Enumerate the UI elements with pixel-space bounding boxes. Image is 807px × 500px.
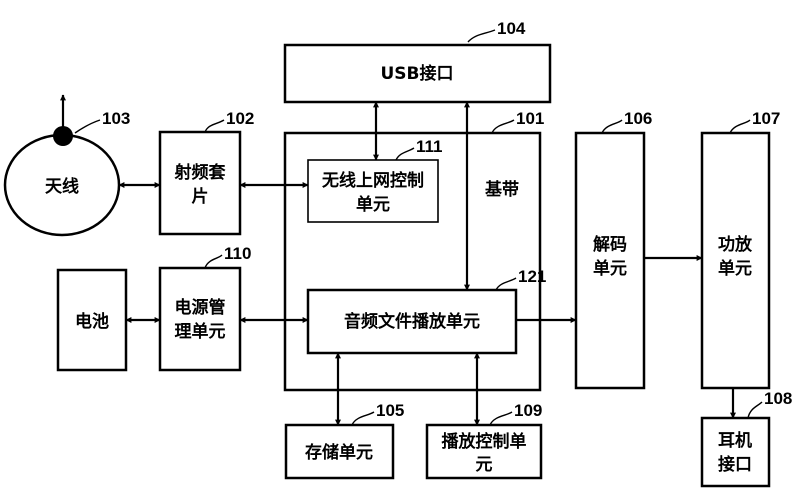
headphone-label-line1: 耳机	[718, 430, 752, 451]
decoder-box	[574, 131, 646, 390]
ref-105: 105	[376, 401, 404, 420]
decoder-label-line2: 单元	[593, 258, 627, 279]
usb-label: USB接口	[380, 63, 453, 84]
amp-label-line2: 单元	[718, 258, 752, 279]
leader-101	[491, 119, 515, 134]
ref-104: 104	[497, 19, 526, 38]
amp-label-line1: 功放	[718, 234, 753, 255]
leader-105	[351, 411, 375, 426]
rf-chipset-box	[158, 130, 242, 236]
ref-106: 106	[624, 109, 652, 128]
ref-102: 102	[226, 109, 254, 128]
antenna-dot	[53, 126, 73, 146]
ref-110: 110	[224, 244, 251, 263]
ref-111: 111	[416, 137, 443, 156]
audio-label: 音频文件播放单元	[344, 311, 480, 332]
leader-121	[495, 277, 517, 291]
rf-label-line2: 片	[192, 186, 209, 207]
ref-108: 108	[764, 389, 792, 408]
wifi-label-line2: 单元	[356, 194, 390, 215]
ref-109: 109	[514, 401, 542, 420]
leader-107	[729, 119, 751, 134]
playctl-label-line2: 元	[476, 455, 493, 475]
ref-101: 101	[516, 109, 544, 128]
antenna-label: 天线	[45, 176, 79, 197]
decoder-label-line1: 解码	[593, 234, 627, 255]
leader-103	[74, 119, 101, 134]
leader-111	[395, 147, 415, 161]
baseband-label: 基带	[484, 179, 519, 200]
usb-interface-box	[283, 43, 552, 104]
power-label-line2: 理单元	[175, 321, 226, 342]
power-management-box	[158, 266, 242, 372]
headphone-box	[700, 416, 771, 488]
rf-label-line1: 射频套	[174, 162, 227, 183]
baseband-box	[283, 131, 542, 392]
battery-label: 电池	[75, 311, 109, 332]
leader-109	[489, 411, 513, 426]
playback-control-box	[425, 423, 543, 480]
ref-121: 121	[518, 267, 546, 286]
headphone-label-line2: 接口	[718, 454, 752, 475]
ref-103: 103	[102, 109, 130, 128]
leader-108	[747, 401, 763, 419]
leader-104	[467, 29, 496, 43]
wifi-label-line1: 无线上网控制	[321, 170, 424, 191]
power-label-line1: 电源管	[175, 297, 226, 318]
leader-102	[204, 119, 225, 133]
leader-110	[204, 254, 223, 269]
leader-106	[601, 119, 623, 134]
ref-107: 107	[752, 109, 780, 128]
storage-label: 存储单元	[305, 442, 373, 463]
playctl-label-line1: 播放控制单	[442, 431, 527, 452]
